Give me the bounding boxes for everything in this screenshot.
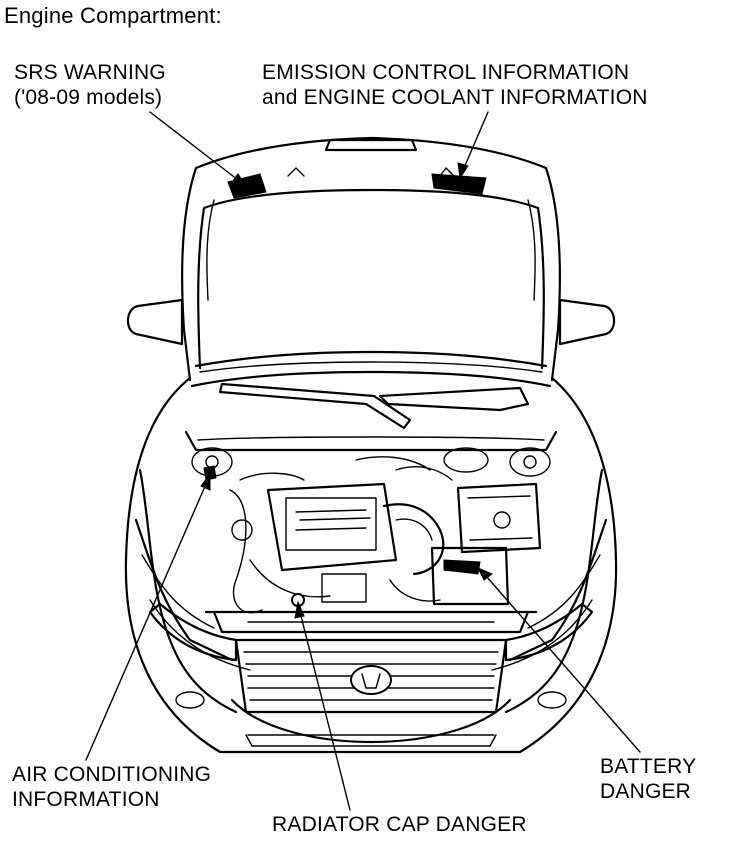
aircon-arrowhead [200,472,211,491]
battery-danger-sticker [443,559,481,575]
emission-control-label: EMISSION CONTROL INFORMATION and ENGINE … [262,60,648,110]
srs-warning-sticker [227,173,267,199]
diagram-title: Engine Compartment: [4,3,222,28]
emission-arrowhead [457,162,469,180]
leader-lines [85,111,641,811]
emission-label-sticker [431,173,487,195]
aircon-leader-line [85,483,207,761]
srs-warning-line2: ('08-09 models) [14,86,163,109]
open-hood [181,136,561,430]
radiator-cap-label: RADIATOR CAP DANGER [272,813,527,836]
battery-leader-line [485,575,641,753]
battery-danger-line1: BATTERY [600,755,697,778]
srs-leader-line [149,111,239,181]
battery-danger-line2: DANGER [600,780,692,803]
air-conditioning-label: AIR CONDITIONING INFORMATION [12,762,211,812]
emission-control-line2: and ENGINE COOLANT INFORMATION [262,86,648,109]
front-grille [148,602,594,714]
battery-arrowhead [476,567,493,581]
brand-emblem [350,665,392,695]
engine-bay [184,430,558,634]
emission-control-line1: EMISSION CONTROL INFORMATION [262,61,630,84]
battery-danger-label: BATTERY DANGER [600,754,696,804]
srs-warning-label: SRS WARNING ('08-09 models) [14,60,166,110]
air-conditioning-line1: AIR CONDITIONING [12,763,212,786]
radcap-leader-line [299,611,351,811]
srs-warning-line1: SRS WARNING [14,61,166,84]
srs-arrowhead [231,173,248,187]
emission-leader-line [463,111,489,169]
air-conditioning-line2: INFORMATION [12,788,160,811]
radcap-arrowhead [294,600,305,619]
car-body [124,298,618,754]
air-conditioning-sticker [203,465,217,481]
